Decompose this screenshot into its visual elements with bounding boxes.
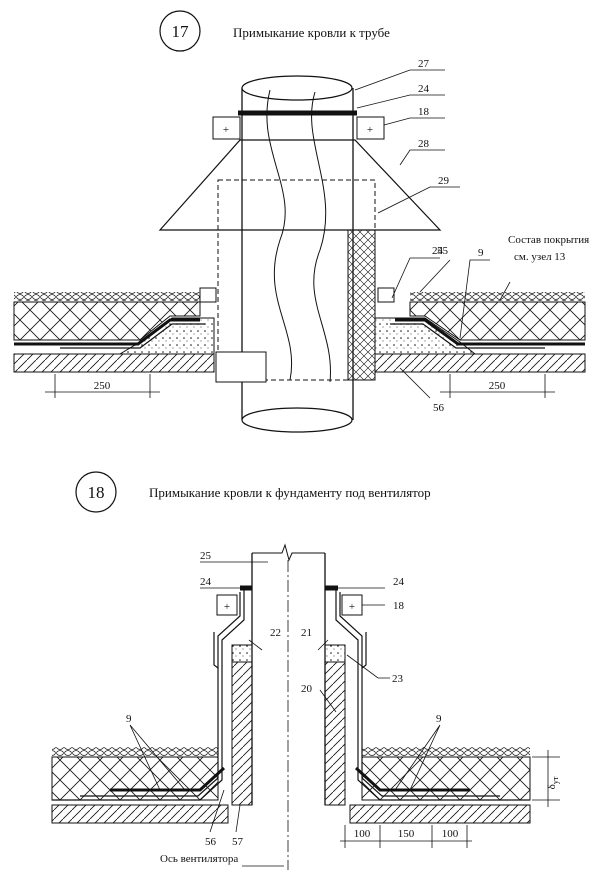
- callout-18-56: 56: [205, 836, 217, 848]
- membrane-17-left-2: [60, 323, 205, 349]
- insulation-thickness-label: δут: [546, 776, 560, 789]
- vent-axis-label: Ось вентилятора: [160, 853, 238, 865]
- detail-18-title: Примыкание кровли к фундаменту под венти…: [149, 485, 431, 500]
- clamp-base-17-left: [199, 287, 217, 303]
- clamp-17-right: [356, 116, 385, 140]
- callout-18-18: 18: [393, 600, 405, 612]
- insulation-18-right: [361, 756, 531, 801]
- callout-18-24r: 24: [393, 576, 405, 588]
- membrane-18-right: [354, 766, 470, 792]
- insulation-17-right: [409, 301, 586, 341]
- callout-18-21: 21: [301, 627, 312, 639]
- flashing-18-left-3: [213, 632, 219, 669]
- detail-17-title: Примыкание кровли к трубе: [233, 25, 390, 40]
- callout-18-9r: 9: [436, 713, 442, 725]
- plinth-top-18-left: [231, 644, 253, 663]
- callout-17-55: 55: [437, 245, 449, 257]
- membrane-17-left: [14, 318, 200, 346]
- clamp-17-left-plus: +: [223, 124, 229, 136]
- vent-break-18: [252, 543, 325, 562]
- clamp-18-left-plus: +: [224, 601, 230, 613]
- callout-18-24l: 24: [200, 576, 212, 588]
- pipe-top-17: [241, 75, 353, 101]
- gravel-18-left: [52, 747, 218, 756]
- callout-18-57: 57: [232, 836, 244, 848]
- gravel-18-right: [362, 747, 530, 756]
- callouts-18: [129, 561, 441, 867]
- plinth-18-left: [231, 661, 253, 806]
- clamp-base-17-right: [377, 287, 395, 303]
- detail-18: 18 Примыкание кровли к фундаменту под ве…: [51, 471, 560, 870]
- callout-18-25: 25: [200, 550, 212, 562]
- flashing-18-left: [52, 590, 245, 801]
- dim-18-b: 150: [398, 828, 415, 840]
- callout-17-27: 27: [418, 58, 430, 70]
- cone-flashing-17: [158, 139, 442, 231]
- callouts-17: [354, 69, 511, 399]
- clamp-18-left: [216, 594, 238, 616]
- callout-18-22: 22: [270, 627, 281, 639]
- callout-17-18: 18: [418, 106, 430, 118]
- callout-18-20: 20: [301, 683, 313, 695]
- roof-composition-note-2: см. узел 13: [514, 251, 566, 263]
- dims-18: [340, 750, 560, 848]
- gravel-17-left: [14, 292, 200, 301]
- delta-symbol: δ: [546, 784, 558, 789]
- dim-17-left: 250: [94, 380, 111, 392]
- callout-18-9l: 9: [126, 713, 132, 725]
- slab-17-left: [13, 353, 215, 373]
- roof-composition-note-1: Состав покрытия: [508, 234, 589, 246]
- clamp-17-left: [212, 116, 241, 140]
- plinth-top-18-right: [324, 644, 346, 663]
- dim-18-a: 100: [354, 828, 371, 840]
- flashing-18-right-2: [339, 592, 500, 797]
- insulation-18-left: [51, 756, 219, 801]
- membrane-17-right-2: [390, 323, 545, 349]
- detail-18-number-circle: [75, 471, 117, 513]
- vent-shaft-18: [251, 553, 326, 805]
- callout-17-56: 56: [433, 402, 445, 414]
- slab-17-right: [374, 353, 586, 373]
- detail-17: 17 Примыкание кровли к трубе: [13, 10, 589, 433]
- dim-17-right: 250: [489, 380, 506, 392]
- detail-17-number: 17: [172, 22, 190, 41]
- delta-subscript: ут: [551, 776, 560, 784]
- detail-18-number: 18: [88, 483, 105, 502]
- clamp-18-right-plus: +: [349, 601, 355, 613]
- callout-17-28: 28: [418, 138, 430, 150]
- callout-18-23: 23: [392, 673, 404, 685]
- slab-18-left: [51, 804, 229, 824]
- clamp-17-right-plus: +: [367, 124, 373, 136]
- gravel-17-right: [410, 292, 585, 301]
- callout-17-9: 9: [478, 247, 484, 259]
- callout-17-24b: 24: [432, 245, 444, 257]
- membrane-17-right: [395, 318, 585, 346]
- detail-17-number-circle: [159, 10, 201, 52]
- pipe-bottom-17: [241, 407, 353, 433]
- pipe-break-17: [266, 89, 292, 381]
- cone-inner-sleeve-17: [217, 179, 376, 381]
- flashing-18-right: [335, 590, 530, 801]
- dim-18-c: 100: [442, 828, 459, 840]
- plinth-18-right: [324, 661, 346, 806]
- pipe-break-17b: [311, 91, 331, 383]
- pipe-cut-17: [215, 351, 267, 383]
- callout-17-29: 29: [438, 175, 450, 187]
- slab-18-right: [349, 804, 531, 824]
- membrane-18-left: [110, 766, 226, 792]
- dims-17: [45, 374, 555, 398]
- flashing-18-left-2: [80, 592, 241, 797]
- callout-17-24a: 24: [418, 83, 430, 95]
